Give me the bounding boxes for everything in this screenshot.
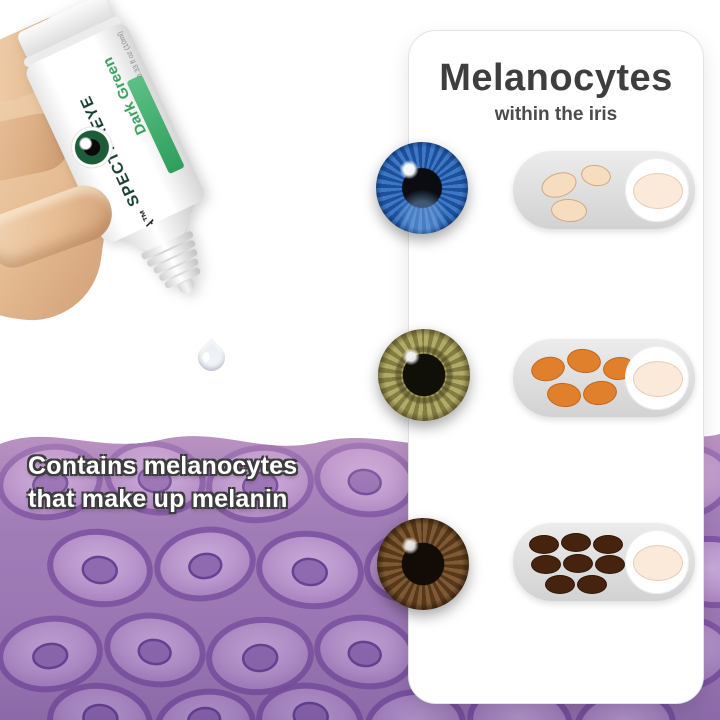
panel-subtitle: within the iris	[494, 104, 618, 125]
melanocyte-cells	[525, 157, 625, 224]
melanocyte-cells	[525, 529, 625, 595]
iris-blue	[376, 142, 468, 234]
nucleus-oval	[633, 173, 683, 209]
melanocyte-capsule-blue	[513, 151, 695, 229]
caption-line-2: that make up melanin	[28, 485, 288, 513]
panel-title: Melanocytes	[439, 57, 673, 99]
iris-green	[378, 329, 470, 421]
caption-line-1: Contains melanocytes	[28, 452, 298, 480]
melanocyte-cells	[525, 345, 637, 411]
iris-brown	[377, 518, 469, 610]
capsule-end-circle	[625, 530, 689, 594]
melanocyte-capsule-brown	[513, 523, 695, 601]
liquid-drop	[192, 338, 231, 377]
nucleus-oval	[633, 545, 683, 581]
nucleus-oval	[633, 361, 683, 397]
capsule-end-circle	[625, 346, 689, 410]
capsule-end-circle	[625, 158, 689, 222]
caption: Contains melanocytes that make up melani…	[28, 450, 297, 516]
melanocyte-capsule-green	[513, 339, 695, 417]
